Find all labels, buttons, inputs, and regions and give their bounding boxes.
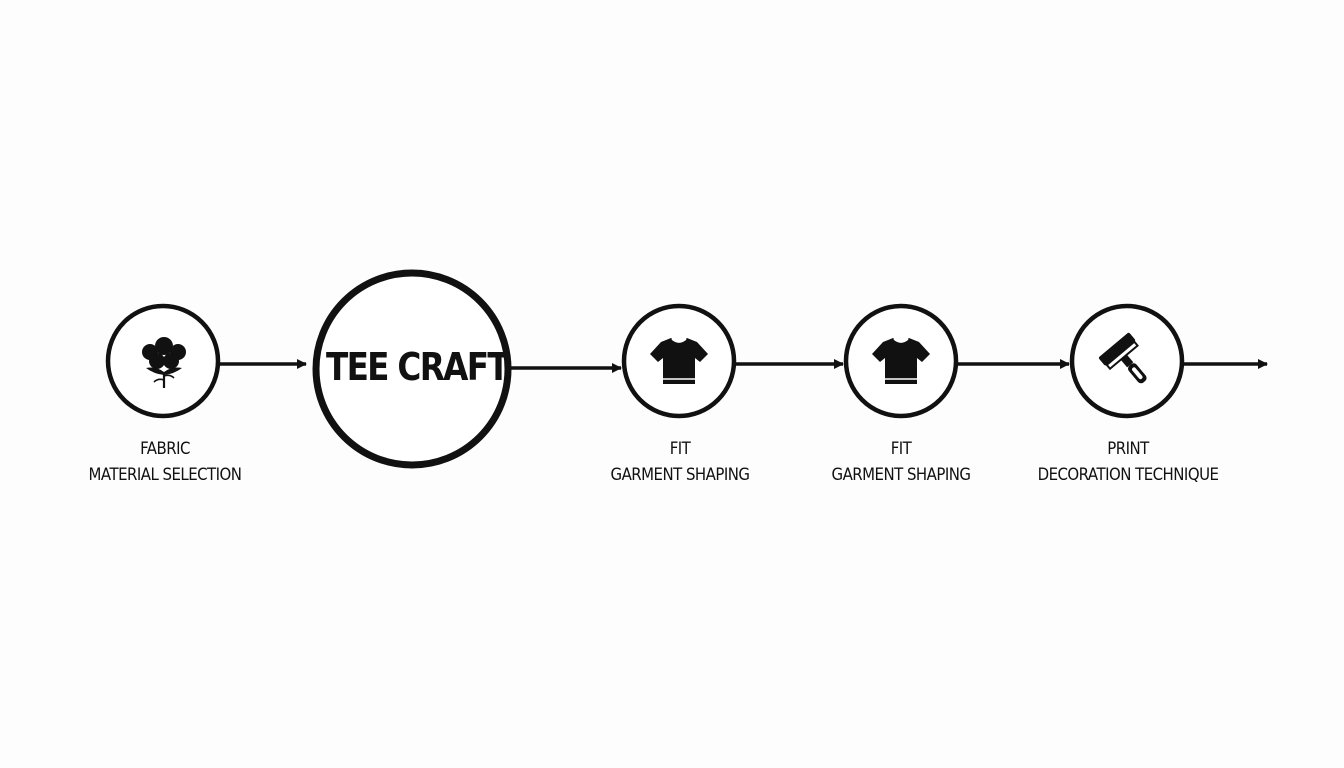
squeegee-icon <box>1098 332 1147 384</box>
step-title: PRINT <box>1107 439 1149 459</box>
t-shirt-icon <box>650 338 708 384</box>
step-title: FABRIC <box>140 439 190 459</box>
t-shirt-icon <box>872 338 930 384</box>
node-print <box>1069 303 1185 419</box>
node-center <box>312 269 512 469</box>
center-title: TEE CRAFT <box>326 345 510 389</box>
node-fit-1 <box>621 303 737 419</box>
node-fit-2 <box>843 303 959 419</box>
step-label-fit-2: FIT GARMENT SHAPING <box>795 436 1006 488</box>
step-label-fabric: FABRIC MATERIAL SELECTION <box>59 436 270 488</box>
step-subtitle: DECORATION TECHNIQUE <box>1037 465 1219 485</box>
step-subtitle: MATERIAL SELECTION <box>88 465 242 485</box>
step-subtitle: GARMENT SHAPING <box>610 465 750 485</box>
step-subtitle: GARMENT SHAPING <box>831 465 971 485</box>
node-fabric <box>105 303 221 419</box>
step-label-fit-1: FIT GARMENT SHAPING <box>574 436 785 488</box>
step-title: FIT <box>669 439 691 459</box>
step-title: FIT <box>890 439 912 459</box>
step-label-print: PRINT DECORATION TECHNIQUE <box>1022 436 1233 488</box>
cotton-boll-icon <box>142 337 186 388</box>
